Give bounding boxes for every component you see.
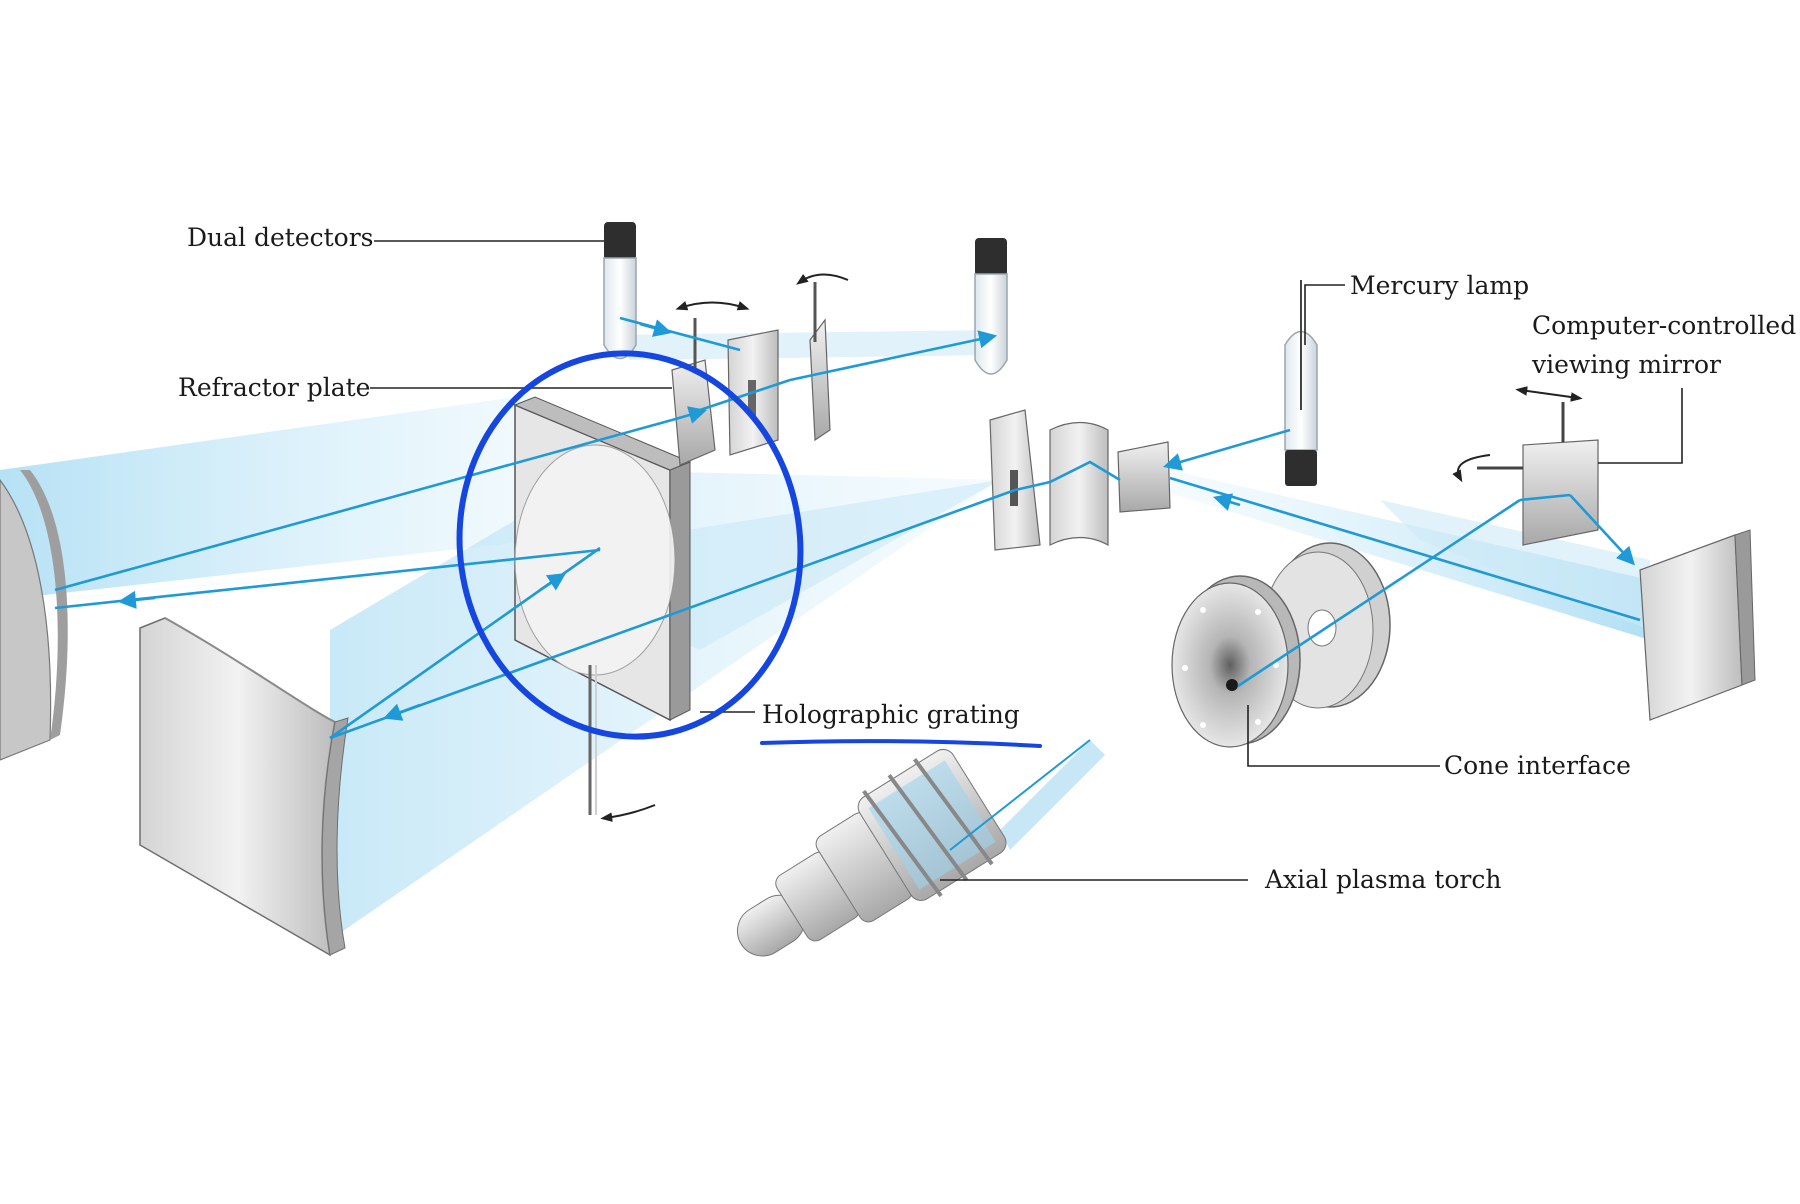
annotation-circle <box>456 350 804 740</box>
entrance-slit-assembly <box>989 409 1171 551</box>
camera-mirror <box>139 617 349 957</box>
right-flat-mirror <box>1639 529 1756 721</box>
detector-tube-right <box>974 238 1008 375</box>
label-refractor-plate: Refractor plate <box>178 373 371 402</box>
holographic-grating <box>513 396 692 822</box>
annotation-underline <box>760 739 1042 748</box>
mercury-lamp <box>1284 280 1318 486</box>
viewing-mirror <box>1452 386 1599 546</box>
cone-interface <box>1171 542 1391 748</box>
label-viewing-mirror: viewing mirror <box>1532 350 1721 379</box>
label-mercury-lamp: Mercury lamp <box>1350 271 1530 300</box>
axial-plasma-torch <box>736 739 1091 957</box>
label-axial-plasma-torch: Axial plasma torch <box>1265 865 1502 894</box>
leader-lines <box>370 240 1683 881</box>
detector-tube-left <box>603 222 637 360</box>
label-dual-detectors: Dual detectors <box>187 223 374 252</box>
optical-rays <box>54 316 1641 740</box>
label-holographic-grating: Holographic grating <box>762 700 1020 729</box>
label-computer-controlled: Computer-controlled <box>1532 311 1797 340</box>
left-collimating-mirror <box>0 470 68 761</box>
label-cone-interface: Cone interface <box>1444 751 1631 780</box>
